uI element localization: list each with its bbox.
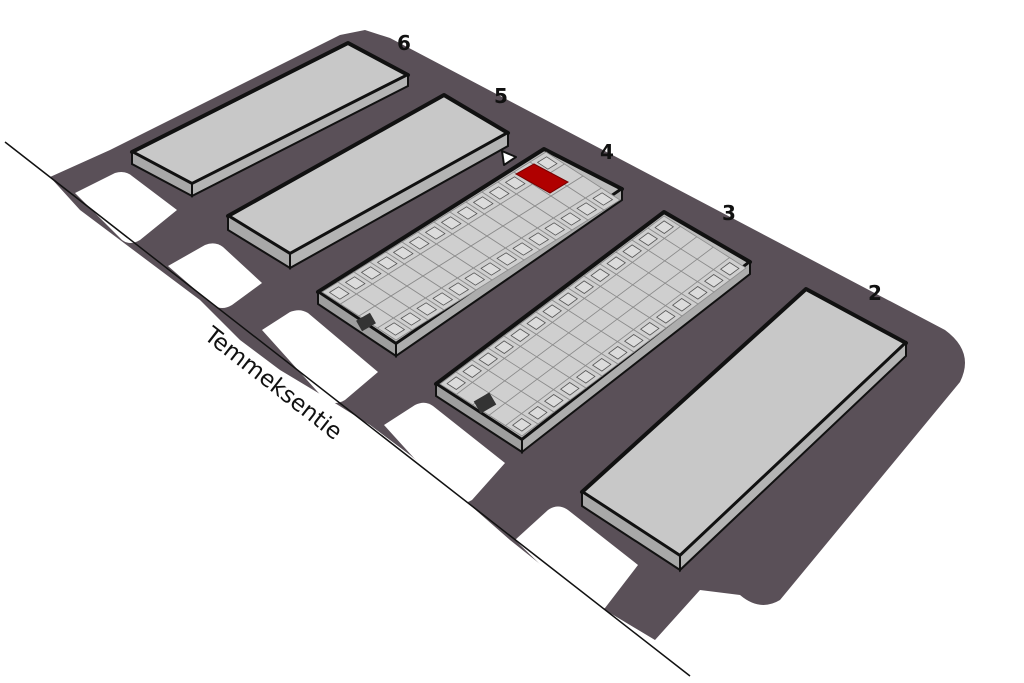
rooftop-box bbox=[655, 310, 676, 324]
label-building-5: 5 bbox=[494, 84, 508, 108]
triangle-marker-icon bbox=[501, 150, 517, 166]
rooftop-box bbox=[384, 322, 406, 336]
rooftop-box bbox=[719, 262, 740, 276]
label-building-4: 4 bbox=[600, 140, 614, 164]
rooftop-box bbox=[528, 232, 550, 246]
building-2[interactable] bbox=[580, 287, 908, 573]
rooftop-box bbox=[416, 302, 438, 316]
rooftop-box bbox=[400, 312, 422, 326]
rooftop-box bbox=[622, 244, 643, 258]
rooftop-box bbox=[576, 202, 598, 216]
rooftop-box bbox=[623, 334, 644, 348]
rooftop-box bbox=[671, 298, 692, 312]
building-3[interactable] bbox=[434, 210, 752, 455]
rooftop-box bbox=[376, 256, 398, 270]
rooftop-box bbox=[440, 216, 462, 230]
label-building-3: 3 bbox=[722, 201, 736, 225]
rooftop-box bbox=[446, 376, 467, 390]
rooftop-box bbox=[408, 236, 430, 250]
rooftop-box bbox=[512, 242, 534, 256]
rooftop-box bbox=[496, 252, 518, 266]
building-4-doorway bbox=[356, 312, 376, 332]
rooftop-box bbox=[575, 370, 596, 384]
rooftop-box bbox=[543, 394, 564, 408]
rooftop-box bbox=[448, 282, 470, 296]
rooftop-box bbox=[504, 176, 526, 190]
building-3-units bbox=[439, 215, 747, 437]
rooftop-box bbox=[544, 222, 566, 236]
rooftop-box bbox=[638, 232, 659, 246]
rooftop-box bbox=[542, 304, 563, 318]
rooftop-box bbox=[607, 346, 628, 360]
building-4-units bbox=[321, 151, 621, 341]
rooftop-box bbox=[527, 406, 548, 420]
rooftop-box bbox=[464, 272, 486, 286]
rooftop-box bbox=[687, 286, 708, 300]
rooftop-box bbox=[344, 276, 366, 290]
rooftop-box bbox=[494, 340, 515, 354]
rooftop-box bbox=[639, 322, 660, 336]
rooftop-box bbox=[488, 186, 510, 200]
label-building-2: 2 bbox=[868, 281, 882, 305]
rooftop-box bbox=[360, 266, 382, 280]
rooftop-box bbox=[392, 246, 414, 260]
rooftop-box bbox=[456, 206, 478, 220]
rooftop-box bbox=[526, 316, 547, 330]
rooftop-box bbox=[606, 256, 627, 270]
building-3-doorway bbox=[473, 392, 497, 414]
building-4[interactable] bbox=[316, 147, 624, 358]
rooftop-box bbox=[560, 212, 582, 226]
rooftop-box bbox=[462, 364, 483, 378]
rooftop-box bbox=[536, 156, 558, 170]
rooftop-box bbox=[591, 358, 612, 372]
rooftop-box bbox=[432, 292, 454, 306]
highlighted-unit[interactable] bbox=[514, 163, 570, 194]
rooftop-box bbox=[558, 292, 579, 306]
rooftop-box bbox=[472, 196, 494, 210]
rooftop-box bbox=[654, 220, 675, 234]
rooftop-box bbox=[559, 382, 580, 396]
rooftop-box bbox=[328, 286, 350, 300]
label-building-6: 6 bbox=[397, 31, 411, 55]
building-5[interactable] bbox=[226, 93, 510, 270]
rooftop-box bbox=[478, 352, 499, 366]
building-6[interactable] bbox=[130, 41, 410, 198]
driveway-notches bbox=[75, 172, 638, 611]
rooftop-box bbox=[510, 328, 531, 342]
rooftop-box bbox=[424, 226, 446, 240]
rooftop-box bbox=[480, 262, 502, 276]
rooftop-box bbox=[511, 418, 532, 432]
rooftop-box bbox=[703, 274, 724, 288]
rooftop-box bbox=[592, 192, 614, 206]
rooftop-box bbox=[574, 280, 595, 294]
street-line bbox=[4, 141, 691, 677]
rooftop-box bbox=[590, 268, 611, 282]
